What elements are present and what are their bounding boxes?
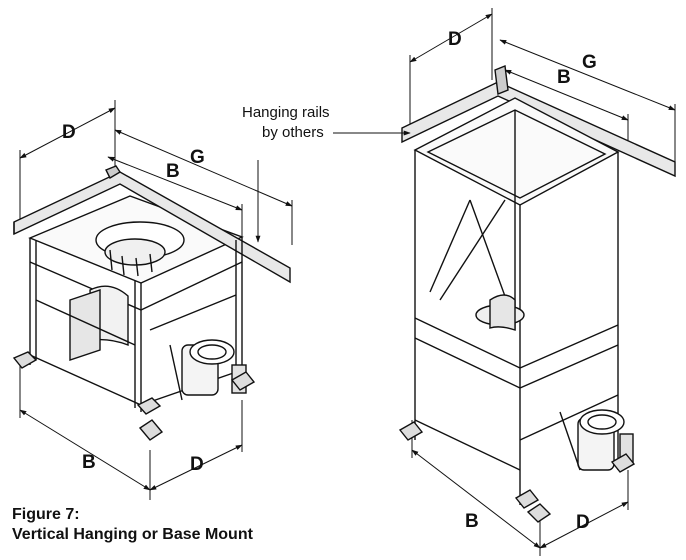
left-b-top-label: B: [166, 161, 180, 182]
rails-note-line2: by others: [262, 124, 324, 141]
right-d-top-label: D: [448, 29, 462, 50]
right-d-bottom-label: D: [576, 512, 590, 533]
left-d-bottom-label: D: [190, 454, 204, 475]
right-b-bottom-label: B: [465, 511, 479, 532]
right-unit-housing: [398, 65, 676, 523]
right-unit-dimension-lines: [409, 8, 676, 556]
left-unit-housing: [12, 165, 291, 441]
left-g-label: G: [190, 147, 205, 168]
left-d-top-label: D: [62, 122, 76, 143]
caption-title: Figure 7:: [12, 506, 80, 523]
caption-subtitle: Vertical Hanging or Base Mount: [12, 526, 253, 543]
left-b-bottom-label: B: [82, 452, 96, 473]
right-g-label: G: [582, 52, 597, 73]
left-unit-dimension-lines: [19, 100, 293, 500]
right-b-top-label: B: [557, 67, 571, 88]
rails-note-leaders: [255, 130, 411, 243]
figure-caption: Figure 7: Vertical Hanging or Base Mount: [12, 505, 253, 545]
rails-note-line1: Hanging rails: [242, 104, 330, 121]
